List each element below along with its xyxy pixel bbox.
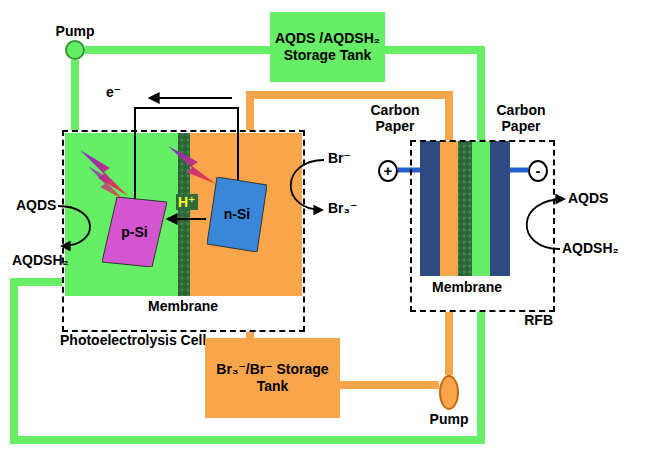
node-text: RFB — [524, 312, 553, 328]
node-text: p-Si — [121, 224, 147, 241]
part-label: Membrane — [146, 298, 220, 314]
electrode-outline — [207, 177, 267, 252]
light-bolt — [168, 146, 216, 184]
node-text: Photoelectrolysis Cell — [60, 332, 206, 348]
node-text: Pump — [430, 411, 469, 427]
anolyte-compartment — [65, 133, 178, 296]
species-label: AQDS — [568, 190, 608, 206]
pipe-connector — [85, 46, 270, 54]
part-label: Carbon Paper — [490, 102, 552, 134]
part-label: Carbon Paper — [364, 102, 426, 134]
n-si-electrode: n-Si — [207, 177, 267, 252]
terminal-tab — [398, 168, 420, 173]
electron-arrow — [150, 97, 232, 99]
pipe-connector — [71, 60, 79, 130]
light-bolt — [88, 166, 124, 200]
pipe-connector — [445, 312, 453, 375]
terminal-symbol: + — [378, 160, 398, 182]
species-label: Br⁻ — [328, 150, 351, 166]
pipe-connector — [250, 95, 449, 140]
electrode-outline — [102, 197, 167, 267]
node-text: AQDS /AQDSH₂ Storage Tank — [274, 30, 381, 64]
pipe-connector — [340, 381, 439, 389]
carbon-paper — [490, 141, 510, 276]
species-label: Br₃⁻ — [328, 200, 357, 216]
storage-tank: Br₃⁻/Br⁻ Storage Tank — [205, 338, 340, 418]
membrane-strip — [458, 141, 472, 276]
species-label: AQDSH₂ — [562, 240, 619, 256]
part-label: Membrane — [430, 279, 504, 295]
terminal-symbol: - — [528, 160, 548, 182]
terminal-tab — [510, 168, 528, 173]
ion-label: H⁺ — [176, 194, 198, 210]
node-text: Br₃⁻/Br⁻ Storage Tank — [209, 361, 336, 395]
node-text: + — [384, 162, 393, 180]
storage-tank: AQDS /AQDSH₂ Storage Tank — [270, 12, 385, 82]
species-label: AQDS — [16, 197, 56, 213]
green-electrolyte — [472, 141, 490, 276]
node-text: - — [536, 162, 541, 180]
pump: Pump — [65, 40, 85, 60]
orange-electrolyte — [440, 141, 458, 276]
p-si-electrode: p-Si — [102, 197, 167, 267]
carbon-paper — [420, 141, 440, 276]
node-text: n-Si — [224, 206, 250, 223]
species-label: AQDSH₂ — [12, 252, 69, 268]
proton-arrow — [168, 218, 206, 220]
node-text: Pump — [56, 23, 95, 39]
catholyte-compartment — [190, 133, 302, 296]
reaction-arrow — [527, 199, 564, 249]
pump: Pump — [439, 375, 459, 410]
reaction-arrow — [291, 160, 324, 210]
electron-label: e⁻ — [106, 84, 121, 100]
